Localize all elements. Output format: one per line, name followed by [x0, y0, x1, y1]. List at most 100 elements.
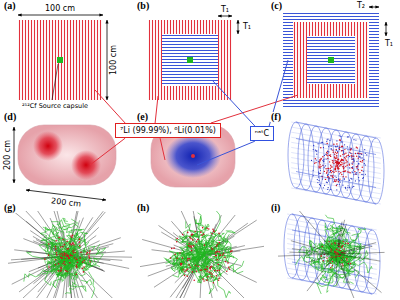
- interaction-dot: [327, 155, 328, 156]
- interaction-dot: [55, 246, 57, 248]
- interaction-dot: [331, 243, 332, 244]
- dimension-arrow: [369, 7, 379, 8]
- particle-track: [209, 232, 221, 241]
- interaction-dot: [86, 253, 88, 255]
- interaction-dot: [204, 269, 206, 271]
- particle-track: [173, 255, 187, 263]
- interaction-dot: [350, 148, 351, 149]
- interaction-dot: [328, 241, 329, 242]
- interaction-dot: [327, 175, 328, 176]
- neutron-ray: [338, 222, 343, 246]
- interaction-dot: [362, 160, 363, 161]
- interaction-dot: [358, 163, 359, 164]
- interaction-dot: [347, 149, 348, 150]
- interaction-dot: [60, 256, 62, 258]
- interaction-dot: [71, 236, 73, 238]
- hatch-line: [230, 20, 231, 100]
- interaction-dot: [184, 271, 186, 273]
- interaction-dot: [337, 168, 338, 169]
- interaction-dot: [333, 181, 334, 182]
- neutron-ray: [19, 258, 65, 292]
- interaction-dot: [365, 174, 366, 175]
- interaction-dot: [326, 141, 327, 142]
- interaction-dot: [333, 172, 334, 173]
- interaction-dot: [199, 269, 201, 271]
- interaction-dot: [197, 239, 199, 241]
- hatch-line: [162, 50, 218, 51]
- interaction-dot: [355, 139, 356, 140]
- interaction-dot: [348, 155, 349, 156]
- hatch-line: [224, 20, 225, 100]
- particle-track: [313, 263, 324, 273]
- interaction-dot: [362, 178, 363, 179]
- hatch-line: [46, 20, 47, 100]
- interaction-dot: [336, 155, 337, 156]
- interaction-dot: [327, 139, 328, 140]
- interaction-dot: [60, 246, 62, 248]
- interaction-dot: [182, 234, 184, 236]
- particle-track: [60, 273, 68, 279]
- interaction-dot: [327, 151, 328, 152]
- interaction-dot: [340, 164, 341, 165]
- particle-track: [320, 263, 333, 272]
- dimension-arrow: [14, 127, 15, 183]
- interaction-dot: [361, 154, 362, 155]
- interaction-dot: [187, 232, 189, 234]
- interaction-dot: [201, 269, 203, 271]
- panel-label: (c): [270, 1, 283, 11]
- particle-track: [209, 253, 221, 260]
- interaction-dot: [311, 160, 312, 161]
- interaction-dot: [356, 161, 357, 162]
- interaction-dot: [336, 184, 337, 185]
- interaction-dot: [340, 155, 341, 156]
- dimension-label: ²⁵²Cf Source capsule: [21, 103, 89, 110]
- interaction-dot: [339, 147, 340, 148]
- interaction-dot: [321, 158, 322, 159]
- interaction-dot: [355, 153, 356, 154]
- interaction-dot: [344, 149, 345, 150]
- interaction-dot: [66, 271, 68, 273]
- interaction-dot: [338, 162, 339, 163]
- panel-label: (i): [270, 203, 281, 213]
- interaction-dot: [179, 252, 181, 254]
- interaction-dot: [71, 255, 73, 257]
- hatch-line: [162, 77, 218, 78]
- interaction-dot: [339, 256, 340, 257]
- interaction-dot: [212, 228, 214, 230]
- neutron-ray: [339, 262, 357, 298]
- interaction-dot: [324, 171, 325, 172]
- interaction-dot: [80, 251, 82, 253]
- interaction-dot: [79, 241, 81, 243]
- neutron-ray: [23, 211, 66, 254]
- interaction-dot: [343, 153, 344, 154]
- particle-track: [217, 278, 230, 298]
- interaction-dot: [358, 177, 359, 178]
- interaction-dot: [188, 243, 190, 245]
- particle-track: [199, 259, 213, 273]
- interaction-dot: [337, 162, 338, 163]
- interaction-dot: [347, 185, 348, 186]
- neutron-ray: [298, 211, 333, 251]
- interaction-dot: [315, 150, 316, 151]
- neutron-ray: [71, 260, 108, 298]
- interaction-dot: [332, 261, 333, 262]
- interaction-dot: [352, 161, 353, 162]
- interaction-dot: [339, 178, 340, 179]
- interaction-dot: [357, 152, 358, 153]
- interaction-dot: [330, 168, 331, 169]
- interaction-dot: [348, 136, 349, 137]
- interaction-dot: [326, 170, 327, 171]
- hatch-line: [283, 106, 379, 107]
- neutron-ray: [307, 258, 333, 291]
- interaction-dot: [218, 251, 220, 253]
- interaction-dot: [70, 235, 72, 237]
- interaction-dot: [361, 161, 362, 162]
- neutron-ray: [12, 256, 67, 284]
- interaction-dot: [340, 161, 341, 162]
- interaction-dot: [351, 157, 352, 158]
- interaction-dot: [218, 279, 220, 281]
- interaction-dot: [339, 139, 340, 140]
- interaction-dot: [322, 160, 323, 161]
- interaction-dot: [338, 163, 339, 164]
